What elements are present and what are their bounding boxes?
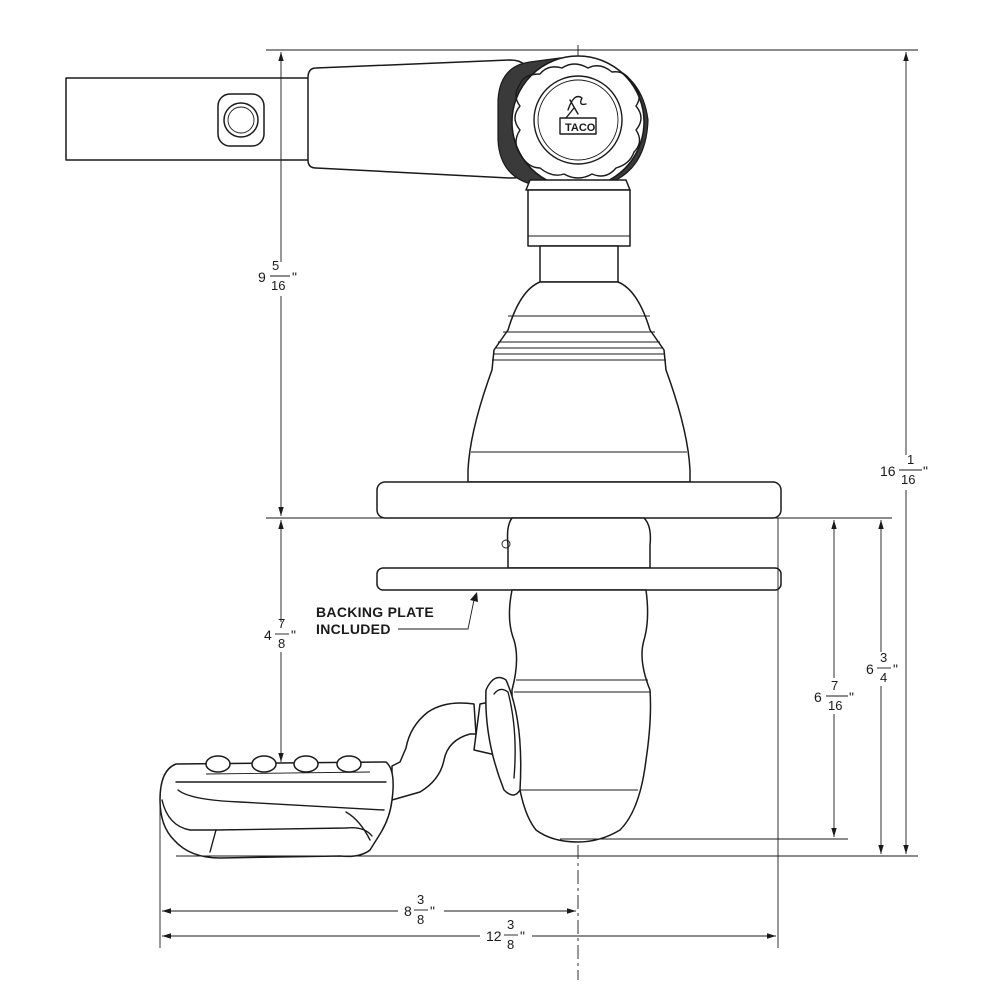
dim-numerator: 5 [272, 258, 279, 273]
dim-unit: " [923, 463, 928, 479]
dim-lower-height: 4 7 8 " [264, 616, 296, 651]
dim-denominator: 4 [880, 670, 887, 685]
handle-grip [159, 755, 394, 859]
dim-unit: " [292, 269, 297, 285]
adjustment-knob: TACO [497, 55, 649, 189]
dim-whole: 6 [866, 661, 874, 677]
note-line-1: BACKING PLATE [316, 604, 434, 620]
dim-denominator: 8 [278, 636, 285, 651]
dim-unit: " [520, 928, 525, 944]
upper-arm [65, 59, 531, 179]
dim-whole: 8 [404, 903, 412, 919]
swivel-mount [473, 676, 522, 796]
grip-bumps [205, 755, 371, 775]
logo-text: TACO [565, 122, 596, 134]
dim-below-deck-b: 6 3 4 " [866, 650, 898, 685]
dim-denominator: 16 [901, 472, 915, 487]
taco-logo: TACO [559, 95, 597, 135]
dim-denominator: 16 [271, 278, 285, 293]
below-deck-housing [501, 517, 652, 569]
lower-housing [508, 589, 652, 843]
extension-lines [159, 49, 918, 948]
dim-unit: " [430, 903, 435, 919]
dimension-lines [162, 52, 909, 939]
dim-below-deck-a: 6 7 16 " [814, 678, 854, 713]
dim-unit: " [849, 689, 854, 705]
dim-whole: 9 [258, 269, 266, 285]
dim-overall-width: 12 3 8 " [486, 917, 525, 952]
dim-numerator: 3 [507, 917, 514, 932]
dim-upper-height: 9 5 16 " [258, 258, 297, 293]
dim-denominator: 8 [507, 937, 514, 952]
dim-whole: 16 [880, 463, 896, 479]
callout-arrowhead [470, 592, 478, 602]
backing-plate-callout: BACKING PLATE INCLUDED [316, 592, 478, 637]
deck-flange [376, 481, 782, 519]
dim-numerator: 3 [417, 892, 424, 907]
dim-numerator: 7 [278, 616, 285, 631]
curved-connector [391, 702, 477, 801]
backing-plate [376, 567, 782, 591]
dim-whole: 12 [486, 928, 502, 944]
dim-unit: " [291, 627, 296, 643]
dim-width-to-center: 8 3 8 " [404, 892, 435, 927]
neck [525, 179, 631, 298]
dim-numerator: 7 [831, 678, 838, 693]
dim-denominator: 8 [417, 912, 424, 927]
dim-numerator: 1 [907, 452, 914, 467]
note-line-2: INCLUDED [316, 621, 391, 637]
main-body [467, 281, 691, 483]
dim-whole: 6 [814, 689, 822, 705]
dim-denominator: 16 [828, 698, 842, 713]
dim-whole: 4 [264, 627, 272, 643]
dim-numerator: 3 [880, 650, 887, 665]
tube-cap [217, 93, 265, 147]
dim-overall-height: 16 1 16 " [880, 452, 928, 487]
dim-unit: " [893, 661, 898, 677]
